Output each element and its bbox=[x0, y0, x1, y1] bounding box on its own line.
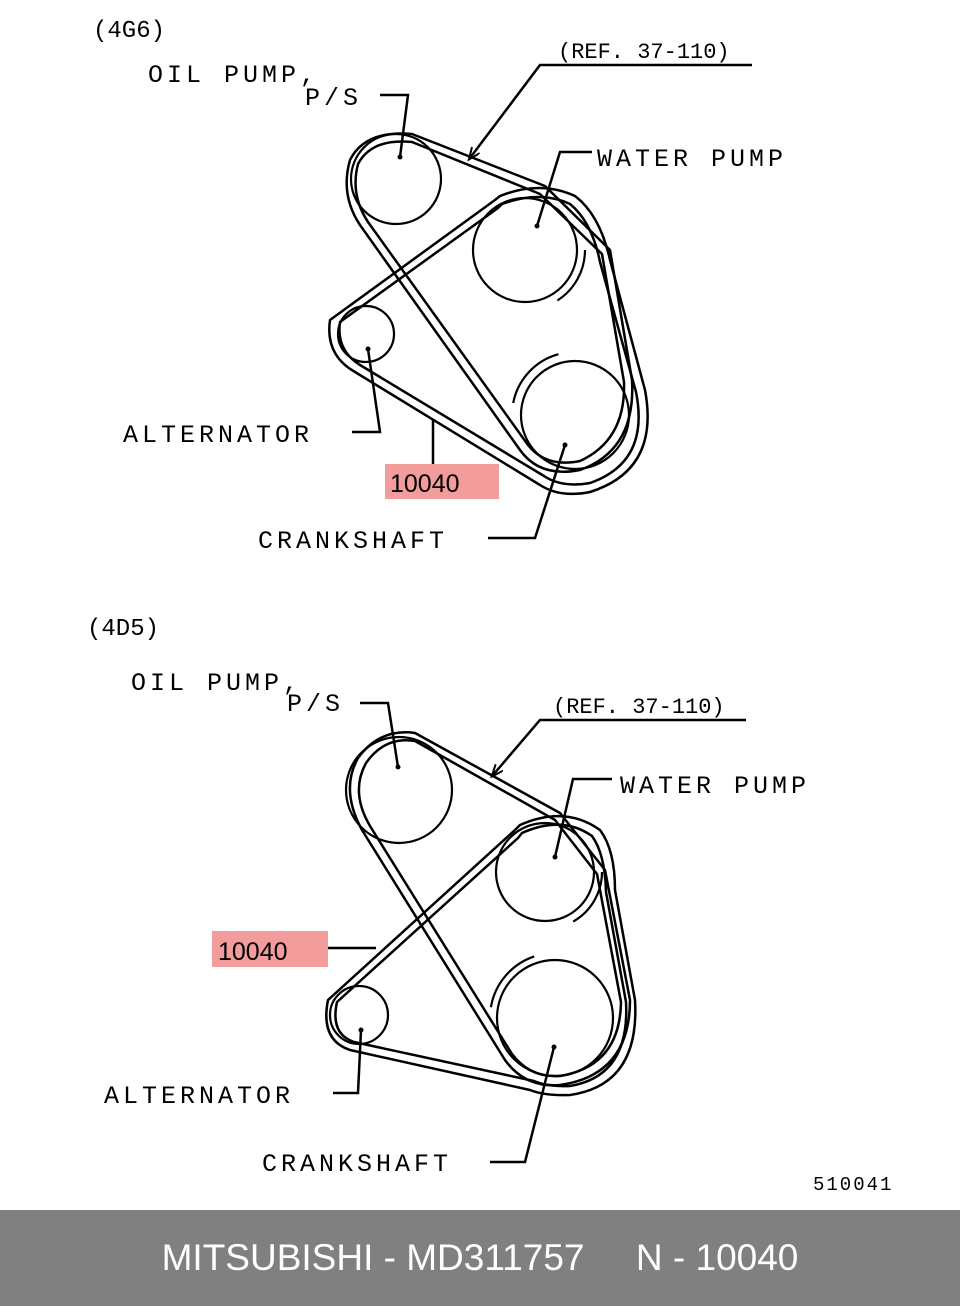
leader-crankshaft bbox=[488, 444, 567, 540]
leader-ref bbox=[493, 718, 746, 775]
oil-pump-label: OIL PUMP, bbox=[131, 669, 302, 698]
water-pump-label: WATER PUMP bbox=[620, 772, 810, 801]
water-pump-pulley-outer bbox=[463, 188, 587, 312]
alternator-pulley bbox=[336, 304, 396, 364]
engine-label: (4G6) bbox=[93, 18, 165, 45]
oil-pump-pulley bbox=[344, 735, 454, 845]
leader-ref bbox=[470, 63, 752, 158]
alternator-label: ALTERNATOR bbox=[104, 1082, 294, 1111]
diagram-4d5: (4D5) OIL PUMP, P/S (REF. 37-110) WATER … bbox=[87, 616, 810, 1179]
part-highlight bbox=[385, 464, 499, 499]
leader-water-pump bbox=[535, 150, 592, 227]
drawing-code: 510041 bbox=[813, 1174, 893, 1196]
water-pump-label: WATER PUMP bbox=[597, 145, 787, 174]
alternator-label: ALTERNATOR bbox=[123, 421, 313, 450]
part-number-label: 10040 bbox=[390, 470, 460, 498]
ps-label: P/S bbox=[305, 84, 362, 113]
engine-label: (4D5) bbox=[87, 616, 159, 643]
ref-label: (REF. 37-110) bbox=[553, 695, 725, 720]
oil-pump-label: OIL PUMP, bbox=[148, 61, 319, 90]
belt-diagram-canvas: (4G6) OIL PUMP, P/S (REF. 37-110) WATER … bbox=[87, 18, 893, 1196]
leader-crankshaft bbox=[490, 1046, 556, 1164]
belt-ps bbox=[345, 132, 634, 474]
crankshaft-pulley-outer bbox=[510, 350, 640, 480]
leader-water-pump bbox=[553, 777, 612, 858]
footer-bar: MITSUBISHI - MD311757 N - 10040 bbox=[0, 1210, 960, 1306]
ref-label: (REF. 37-110) bbox=[558, 40, 730, 65]
crankshaft-pulley-outer bbox=[488, 951, 622, 1085]
diagram-4g6: (4G6) OIL PUMP, P/S (REF. 37-110) WATER … bbox=[93, 18, 787, 556]
belt-main-inner bbox=[338, 195, 640, 486]
footer-text: MITSUBISHI - MD311757 N - 10040 bbox=[161, 1237, 799, 1278]
crankshaft-label: CRANKSHAFT bbox=[258, 527, 448, 556]
leader-alternator bbox=[352, 348, 382, 434]
part-highlight bbox=[212, 931, 328, 967]
belt-main bbox=[328, 186, 649, 496]
belt-main-inner bbox=[334, 823, 628, 1088]
leader-oil-pump bbox=[360, 701, 400, 768]
ps-label: P/S bbox=[287, 690, 344, 719]
leader-oil-pump bbox=[380, 93, 410, 158]
water-pump-pulley-outer bbox=[486, 813, 604, 931]
part-number-label: 10040 bbox=[218, 938, 288, 966]
belt-ps-inner bbox=[354, 140, 626, 464]
belt-main bbox=[325, 814, 637, 1097]
alternator-pulley bbox=[328, 984, 390, 1046]
crankshaft-label: CRANKSHAFT bbox=[262, 1150, 452, 1179]
belt-ps-inner bbox=[357, 739, 623, 1078]
leader-alternator bbox=[333, 1029, 363, 1095]
